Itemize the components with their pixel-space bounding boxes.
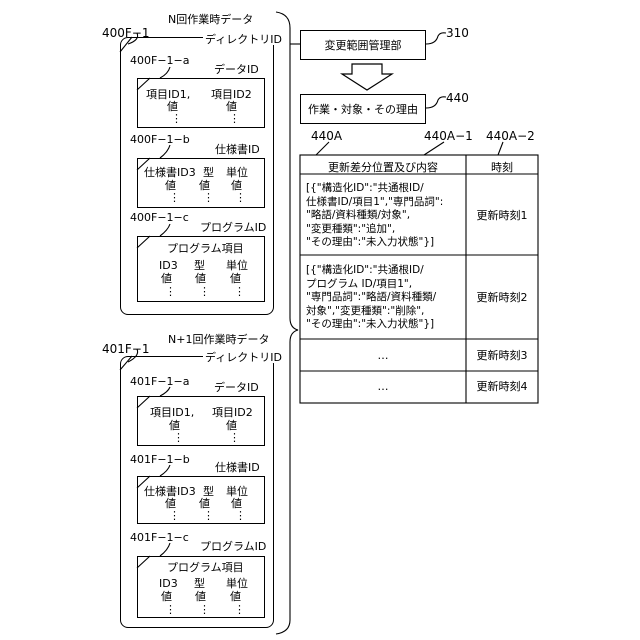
n1-c-r0c0: ID3	[159, 578, 178, 589]
n1-b-r0c1: 型	[203, 486, 214, 497]
n1-a-r2c1: ⋮	[229, 432, 240, 443]
table-row-1-content: [{"構造化ID":"共通根ID/ 仕様書ID/項目1","専門品詞": "略語…	[306, 182, 443, 250]
n-group-a-card	[137, 78, 265, 128]
work-ref: 440	[446, 92, 469, 104]
n1-a-r1c1: 値	[226, 420, 237, 431]
n1-group-c-label: 401F−1−c	[130, 532, 189, 543]
n1-b-r0c2: 単位	[226, 486, 248, 497]
table-header-content: 更新差分位置及び内容	[300, 162, 466, 173]
n-a-r1c0: 値	[167, 101, 178, 112]
n1-group-b-label: 401F−1−b	[130, 454, 190, 465]
n-directory-id: ディレクトリID	[203, 34, 284, 45]
n-c-header: プログラム項目	[167, 243, 244, 254]
table-row-1-time: 更新時刻1	[466, 210, 538, 221]
n1-b-r1c0: 値	[165, 498, 176, 509]
n-group-a-id: データID	[214, 64, 259, 75]
n1-a-r2c0: ⋮	[173, 432, 184, 443]
n-b-r0c1: 型	[203, 167, 214, 178]
n1-c-r2c0: ⋮	[165, 604, 176, 615]
n1-group-a-id: データID	[214, 382, 259, 393]
n-group-c-label: 400F−1−c	[130, 212, 189, 223]
table-row-2-time: 更新時刻2	[466, 292, 538, 303]
manager-ref-leader	[426, 33, 446, 44]
n1-group-c-id: プログラムID	[200, 541, 266, 552]
n1-b-r2c2: ⋮	[235, 510, 246, 521]
n-a-r0c0: 項目ID1,	[146, 89, 190, 100]
n-c-r1c1: 値	[195, 273, 206, 284]
n1-group-a-card	[137, 396, 265, 446]
col1-ref: 440A−1	[424, 130, 473, 142]
n1-c-r2c2: ⋮	[234, 604, 245, 615]
n-c-r2c0: ⋮	[165, 286, 176, 297]
n-c-r1c0: 値	[161, 273, 172, 284]
n-c-r2c1: ⋮	[199, 286, 210, 297]
n1-c-r1c2: 値	[230, 591, 241, 602]
n1-directory-id: ディレクトリID	[203, 352, 284, 363]
table-row-4-time: 更新時刻4	[466, 381, 538, 392]
n-a-r0c1: 項目ID2	[211, 89, 252, 100]
table-ref-leader	[316, 142, 329, 155]
n1-block-title: N+1回作業時データ	[168, 334, 269, 345]
manager-label: 変更範囲管理部	[300, 40, 426, 51]
table-row-3-time: 更新時刻3	[466, 350, 538, 361]
n1-b-r0c0: 仕様書ID3	[144, 486, 196, 497]
n1-c-r1c1: 値	[195, 591, 206, 602]
n-c-r0c2: 単位	[226, 260, 248, 271]
n-b-r1c1: 値	[199, 180, 210, 191]
n1-c-header: プログラム項目	[167, 562, 244, 573]
n1-block-label: 401F−1	[102, 343, 150, 355]
n-a-r2c0: ⋮	[171, 113, 182, 124]
table-ref: 440A	[311, 130, 342, 142]
down-arrow	[342, 64, 392, 90]
n-group-b-label: 400F−1−b	[130, 134, 190, 145]
n-group-a-label: 400F−1−a	[130, 55, 190, 66]
manager-ref: 310	[446, 27, 469, 39]
n1-b-r2c0: ⋮	[169, 510, 180, 521]
col2-ref-leader	[498, 142, 503, 155]
work-label: 作業・対象・その理由	[300, 104, 426, 115]
n1-c-r2c1: ⋮	[199, 604, 210, 615]
n-b-r0c0: 仕様書ID3	[144, 167, 196, 178]
n-group-b-id: 仕様書ID	[215, 144, 260, 155]
n1-b-r1c2: 値	[231, 498, 242, 509]
n-group-c-id: プログラムID	[200, 222, 266, 233]
table-row-3-content: …	[300, 350, 466, 361]
n1-group-a-label: 401F−1−a	[130, 376, 190, 387]
n-a-r2c1: ⋮	[229, 113, 240, 124]
table-row-2-content: [{"構造化ID":"共通根ID/ プログラム ID/項目1", "専門品詞":…	[306, 264, 436, 332]
n1-a-r1c0: 値	[169, 420, 180, 431]
n-c-r2c2: ⋮	[234, 286, 245, 297]
n1-group-b-id: 仕様書ID	[215, 462, 260, 473]
n-block-title: N回作業時データ	[168, 14, 253, 25]
table-header-time: 時刻	[466, 162, 538, 173]
n-b-r2c2: ⋮	[235, 192, 246, 203]
n1-a-r0c0: 項目ID1,	[150, 407, 194, 418]
n1-c-r0c2: 単位	[226, 578, 248, 589]
n-c-r0c1: 型	[194, 260, 205, 271]
n-c-r1c2: 値	[230, 273, 241, 284]
n1-c-r1c0: 値	[161, 591, 172, 602]
n-b-r0c2: 単位	[226, 167, 248, 178]
n-b-r1c0: 値	[165, 180, 176, 191]
table-row-4-content: …	[300, 381, 466, 392]
work-ref-leader	[426, 97, 446, 108]
n-b-r2c0: ⋮	[169, 192, 180, 203]
n1-b-r2c1: ⋮	[203, 510, 214, 521]
n-b-r1c2: 値	[231, 180, 242, 191]
grouping-brace	[276, 12, 298, 634]
col1-ref-leader	[424, 142, 444, 155]
n-b-r2c1: ⋮	[203, 192, 214, 203]
n-c-r0c0: ID3	[159, 260, 178, 271]
n1-c-r0c1: 型	[194, 578, 205, 589]
col2-ref: 440A−2	[486, 130, 535, 142]
n-a-r1c1: 値	[226, 101, 237, 112]
n1-a-r0c1: 項目ID2	[212, 407, 253, 418]
n1-b-r1c1: 値	[199, 498, 210, 509]
